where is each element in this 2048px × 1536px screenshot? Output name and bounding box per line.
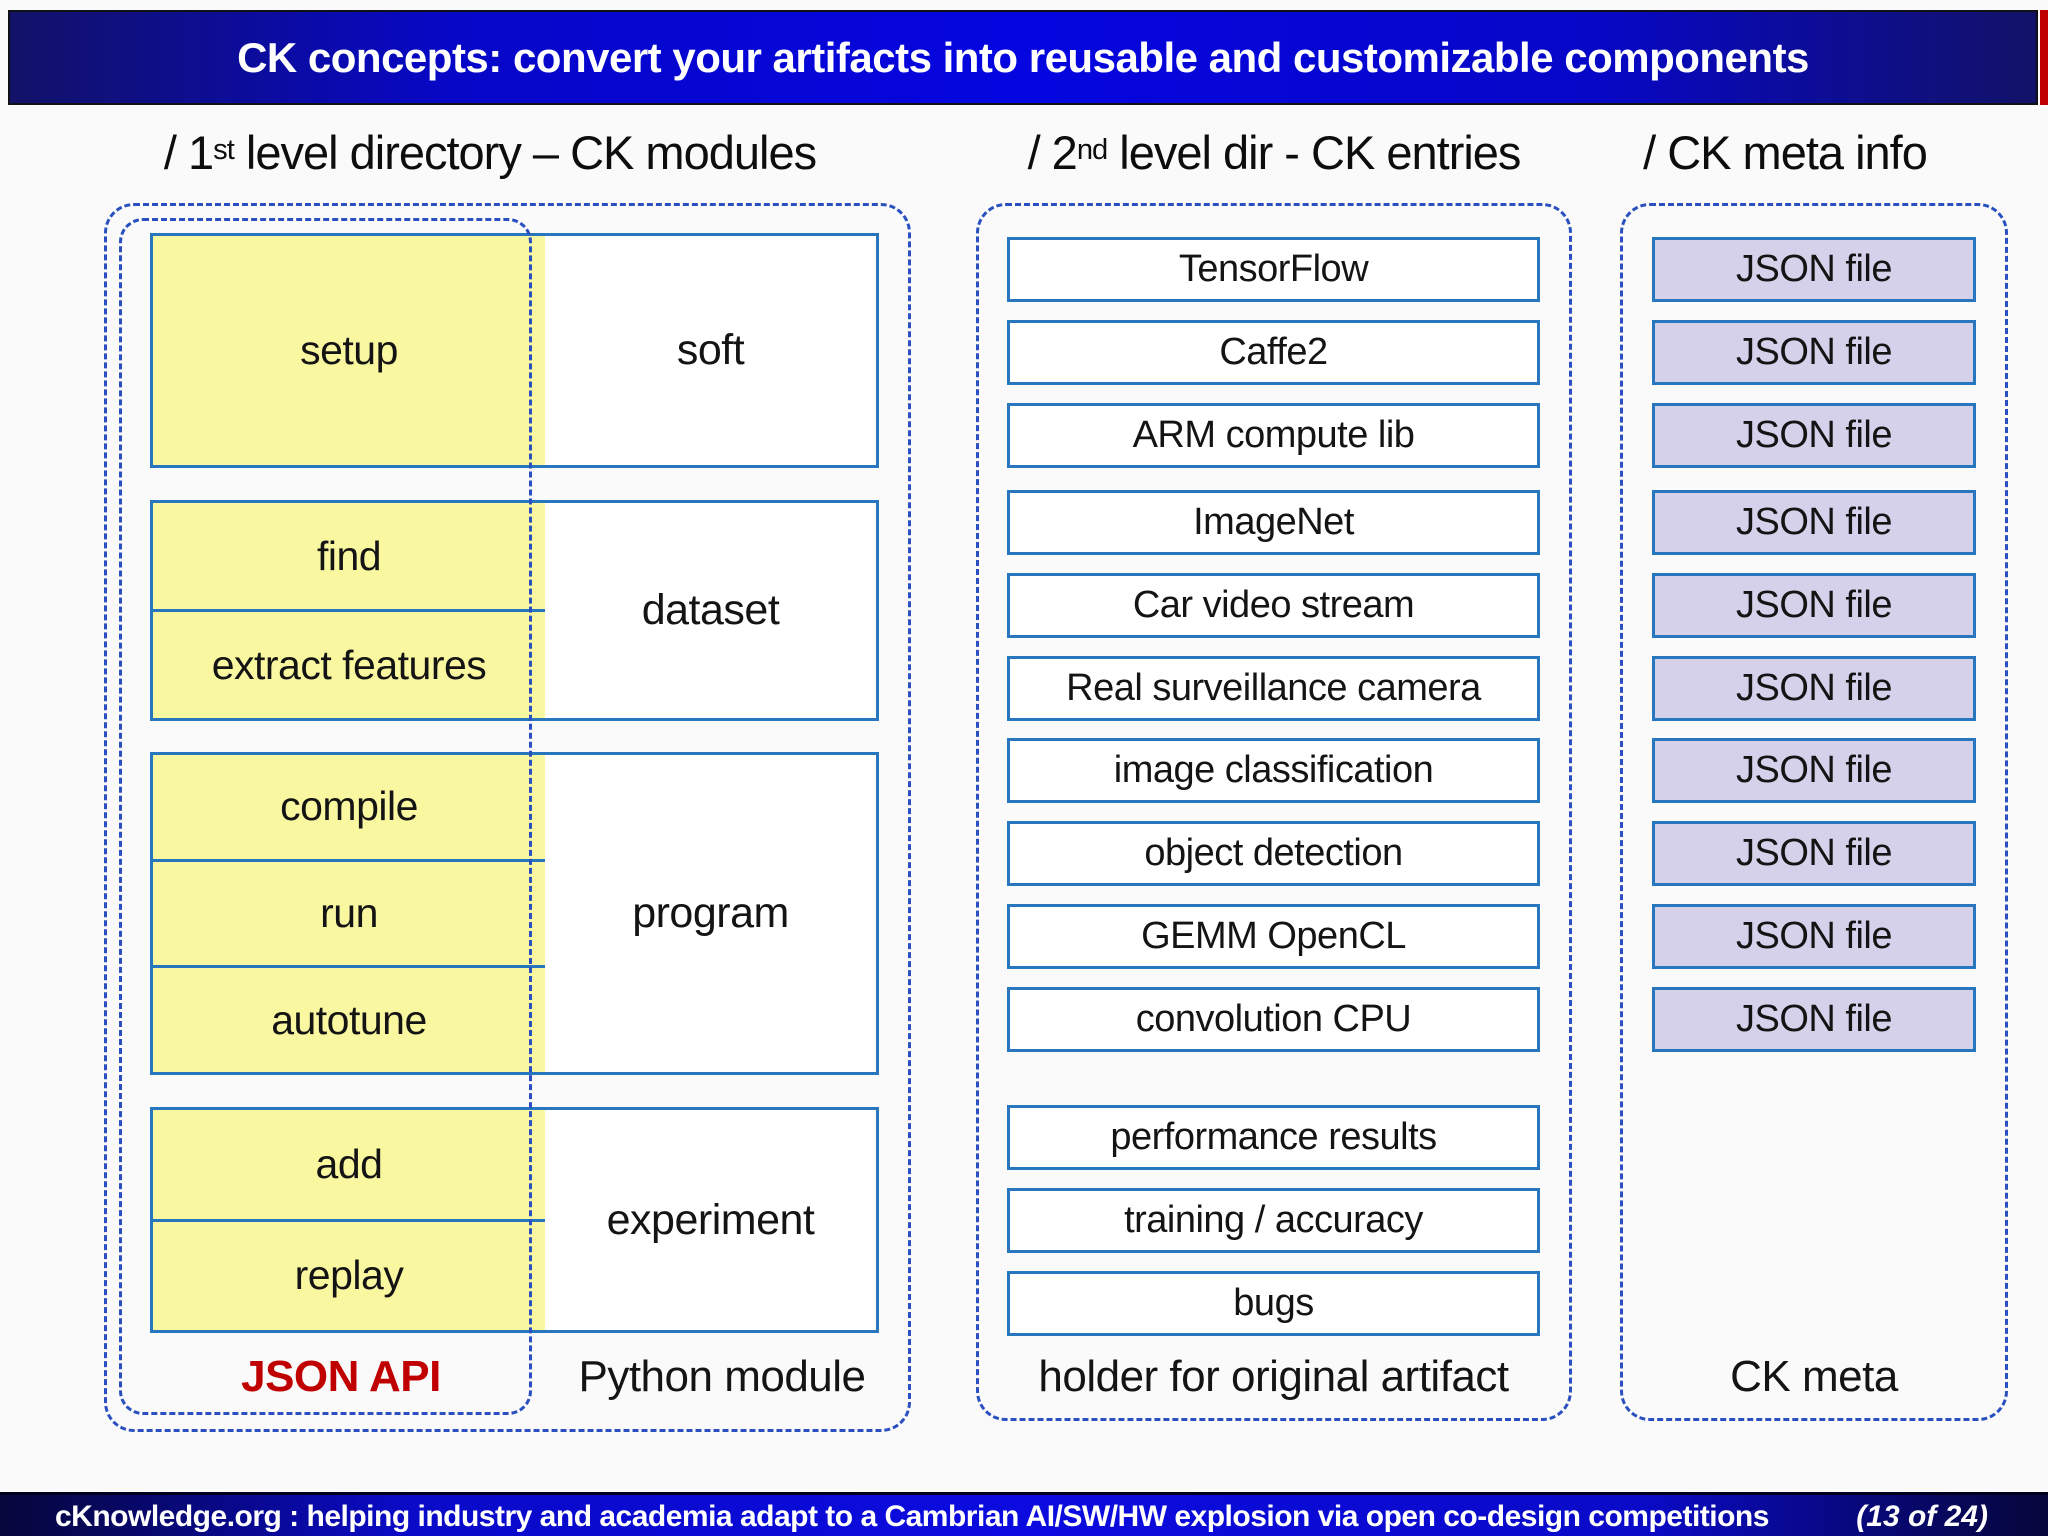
verb-find: find (316, 532, 382, 579)
module-row-program: compile run autotune program (150, 752, 879, 1075)
slide-title-bar: CK concepts: convert your artifacts into… (8, 10, 2038, 105)
entry-arm-compute-lib: ARM compute lib (1007, 403, 1540, 468)
json-file-box-5: JSON file (1652, 573, 1976, 638)
json-file-box-10: JSON file (1652, 987, 1976, 1052)
red-corner-strip (2040, 10, 2048, 105)
verb-autotune: autotune (153, 965, 545, 1072)
entry-gemm-opencl: GEMM OpenCL (1007, 904, 1540, 969)
verb-extract-features: extract features (153, 609, 545, 718)
footer-brand-text: cKnowledge.org : helping industry and ac… (55, 1500, 1769, 1533)
json-file-box-6: JSON file (1652, 656, 1976, 721)
entry-caffe2: Caffe2 (1007, 320, 1540, 385)
module-row-dataset: find extract features dataset (150, 500, 879, 721)
entry-training-accuracy: training / accuracy (1007, 1188, 1540, 1253)
heading-ck-modules-prefix: / 1 (163, 125, 214, 179)
heading-ck-meta: / CK meta info (1615, 118, 1955, 186)
entry-car-video-stream: Car video stream (1007, 573, 1540, 638)
heading-ck-meta-text: / CK meta info (1643, 125, 1928, 179)
entry-performance-results: performance results (1007, 1105, 1540, 1170)
module-row-soft: setup soft (150, 233, 879, 468)
json-file-box-2: JSON file (1652, 320, 1976, 385)
verb-replay: replay (153, 1218, 545, 1331)
heading-ck-modules-rest: level directory – CK modules (233, 125, 817, 179)
verbs-experiment: add replay (153, 1110, 545, 1330)
module-name-experiment: experiment (606, 1195, 815, 1244)
python-module-label: Python module (578, 1352, 866, 1401)
json-file-box-9: JSON file (1652, 904, 1976, 969)
verbs-program: compile run autotune (153, 755, 545, 1072)
entry-imagenet: ImageNet (1007, 490, 1540, 555)
heading-ck-entries-prefix: / 2 (1027, 125, 1078, 179)
module-name-dataset: dataset (641, 586, 780, 634)
json-api-label: JSON API (241, 1352, 441, 1401)
ck-meta-container (1620, 203, 2008, 1421)
json-file-box-1: JSON file (1652, 237, 1976, 302)
entry-convolution-cpu: convolution CPU (1007, 987, 1540, 1052)
entry-real-surveillance-camera: Real surveillance camera (1007, 656, 1540, 721)
module-name-program: program (632, 889, 789, 937)
verbs-soft: setup (153, 236, 545, 465)
json-file-box-3: JSON file (1652, 403, 1976, 468)
verb-setup: setup (300, 327, 398, 373)
verb-compile: compile (280, 783, 418, 830)
verbs-dataset: find extract features (153, 503, 545, 718)
slide-title: CK concepts: convert your artifacts into… (237, 33, 1809, 81)
json-file-box-7: JSON file (1652, 738, 1976, 803)
entry-bugs: bugs (1007, 1271, 1540, 1336)
json-file-box-4: JSON file (1652, 490, 1976, 555)
holder-label: holder for original artifact (1038, 1352, 1509, 1401)
heading-ck-modules-sup: st (213, 133, 235, 166)
ck-meta-label: CK meta (1730, 1352, 1898, 1401)
entry-object-detection: object detection (1007, 821, 1540, 886)
entry-image-classification: image classification (1007, 738, 1540, 803)
module-row-experiment: add replay experiment (150, 1107, 879, 1333)
footer-bar: cKnowledge.org : helping industry and ac… (0, 1492, 2048, 1536)
entry-tensorflow: TensorFlow (1007, 237, 1540, 302)
verb-run: run (153, 858, 545, 966)
verb-add: add (315, 1140, 383, 1187)
footer-page-number: (13 of 24) (1856, 1500, 1988, 1533)
json-file-box-8: JSON file (1652, 821, 1976, 886)
module-name-soft: soft (676, 326, 745, 374)
heading-ck-entries-rest: level dir - CK entries (1107, 125, 1521, 179)
heading-ck-entries-sup: nd (1076, 133, 1108, 166)
